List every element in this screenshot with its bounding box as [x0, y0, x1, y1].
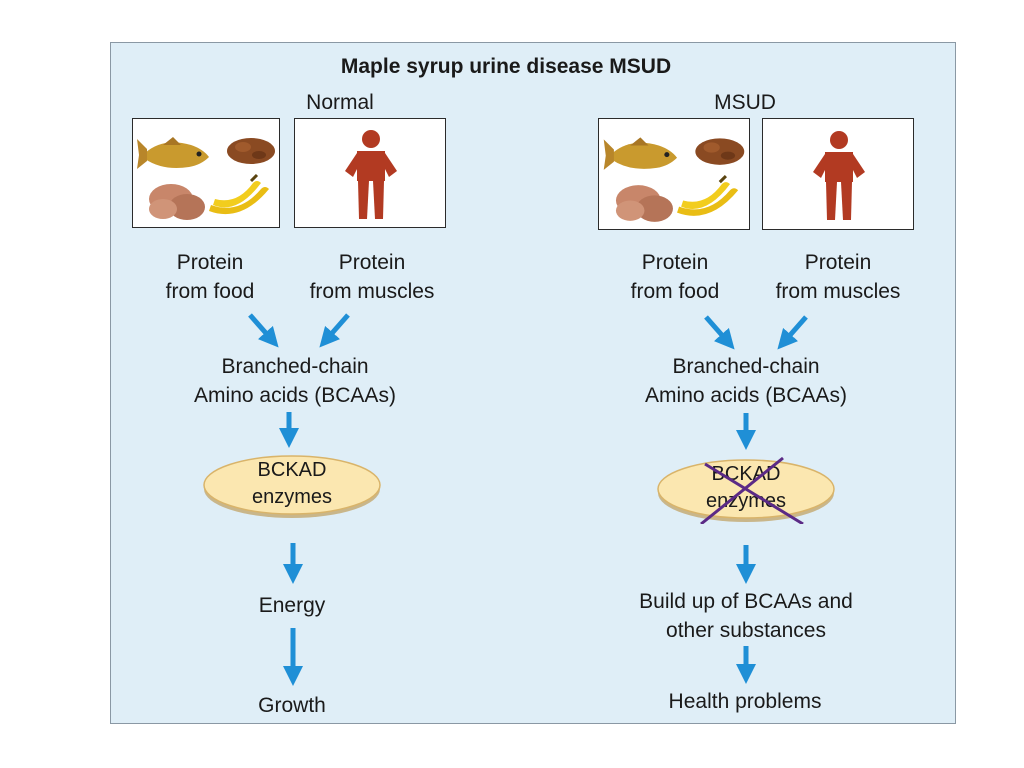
person-icon: [813, 131, 865, 220]
normal-heading: Normal: [306, 91, 374, 114]
fish-icon: [603, 137, 678, 170]
normal-enzyme-oval: BCKAD enzymes: [201, 452, 383, 520]
meat-icon: [227, 138, 275, 164]
msud-food-box: [598, 118, 750, 230]
msud-food-label: Protein from food: [630, 251, 720, 303]
msud-muscle-label: Protein from muscles: [775, 251, 901, 303]
msud-enzyme-oval: BCKAD enzymes: [655, 456, 837, 524]
potato-icon: [615, 185, 673, 222]
normal-muscle-label: Protein from muscles: [309, 251, 435, 303]
normal-growth-label: Growth: [258, 694, 326, 717]
banana-icon: [677, 174, 739, 216]
cross-out-icon: [700, 456, 804, 524]
msud-bcaa-label: Branched-chain Amino acids (BCAAs): [645, 355, 847, 407]
normal-energy-label: Energy: [258, 594, 326, 617]
msud-health-label: Health problems: [668, 690, 822, 713]
msud-heading: MSUD: [714, 91, 776, 114]
normal-enzyme-label: BCKAD enzymes: [251, 459, 333, 508]
banana-icon: [209, 173, 269, 215]
meat-icon: [695, 138, 745, 165]
msud-buildup-label: Build up of BCAAs and other substances: [639, 590, 853, 642]
potato-icon: [149, 184, 205, 220]
diagram-title: Maple syrup urine disease MSUD: [340, 55, 672, 78]
normal-bcaa-label: Branched-chain Amino acids (BCAAs): [194, 355, 396, 407]
person-icon: [345, 130, 397, 219]
normal-muscle-box: [294, 118, 446, 228]
fish-icon: [137, 137, 209, 169]
msud-muscle-box: [762, 118, 914, 230]
normal-food-label: Protein from food: [165, 251, 255, 303]
normal-food-box: [132, 118, 280, 228]
